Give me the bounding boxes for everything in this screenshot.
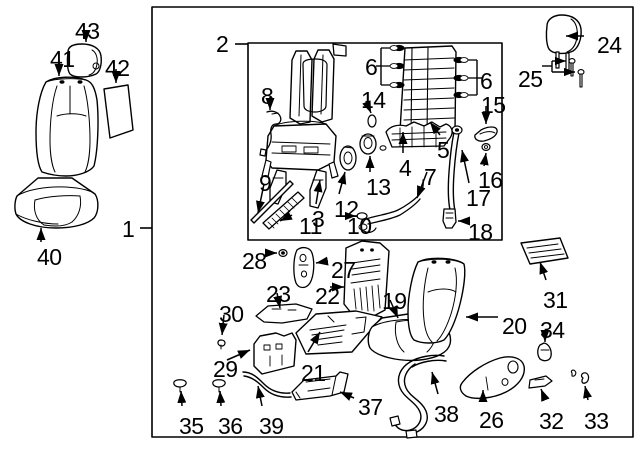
- callout-7: 7: [424, 164, 437, 190]
- callout-2: 2: [216, 31, 229, 57]
- part-lever-cap-nut: [481, 143, 491, 152]
- part-seat-back-spring-panel: [399, 45, 457, 139]
- callout-14: 14: [361, 87, 386, 113]
- callout-24: 24: [597, 32, 622, 58]
- callout-43: 43: [75, 18, 100, 44]
- part-headrest-cover: [66, 43, 102, 78]
- inner-detail-box: [247, 42, 503, 241]
- part-trim-clip-a: [173, 379, 187, 393]
- callout-11: 11: [299, 213, 322, 239]
- callout-41: 41: [50, 46, 75, 72]
- part-seat-back-trim-cover: [407, 257, 466, 344]
- callout-42: 42: [105, 55, 130, 81]
- callout-8: 8: [261, 83, 274, 109]
- callout-25: 25: [518, 66, 543, 92]
- callout-32: 32: [539, 408, 564, 434]
- callout-29: 29: [213, 356, 238, 382]
- callout-37: 37: [358, 394, 383, 420]
- callout-6-right: 6: [480, 68, 493, 94]
- part-cable-end-fitting: [442, 208, 457, 229]
- part-headrest-guide-pin-set: [542, 56, 585, 88]
- callout-27: 27: [331, 257, 356, 283]
- part-small-retainer-clip-pair: [570, 369, 590, 384]
- part-adjuster-knob-cap: [537, 342, 552, 362]
- part-seat-back-side-panel: [103, 84, 134, 139]
- part-retaining-bolt: [265, 248, 288, 258]
- callout-17: 17: [466, 185, 491, 211]
- callout-9: 9: [259, 170, 272, 196]
- part-plastic-rivet-clip: [217, 339, 226, 350]
- callout-40: 40: [37, 244, 62, 270]
- part-cable-grommet: [344, 211, 368, 221]
- callout-34: 34: [540, 317, 565, 343]
- part-recline-lever-handle: [474, 126, 498, 142]
- callout-30: 30: [219, 301, 244, 327]
- part-recliner-knob-bracket: [339, 145, 357, 171]
- part-seat-belt-guide-bracket: [293, 246, 315, 289]
- part-flexible-drive-cable: [242, 371, 292, 398]
- part-slide-latch-bracket: [291, 371, 349, 401]
- part-adjuster-screw-shaft: [262, 191, 305, 230]
- part-seat-frame-wire-loop: [389, 354, 447, 439]
- part-wiring-harness-connector: [259, 110, 282, 157]
- callout-33: 33: [584, 408, 609, 434]
- callout-31: 31: [543, 287, 568, 313]
- callout-35: 35: [179, 413, 204, 439]
- callout-6-left: 6: [365, 54, 378, 80]
- part-pivot-bushing: [359, 133, 377, 155]
- callout-13: 13: [366, 174, 391, 200]
- part-spring-hook-set-right: [453, 56, 482, 99]
- part-seat-cushion-trim-cover: [14, 177, 99, 229]
- callout-36: 36: [218, 413, 243, 439]
- callout-21: 21: [301, 360, 326, 386]
- callout-39: 39: [259, 413, 284, 439]
- part-side-link-rod: [447, 125, 463, 212]
- part-small-washer: [379, 145, 387, 151]
- callout-23: 23: [266, 281, 291, 307]
- part-seat-back-heater-element: [343, 240, 390, 319]
- part-wire-clamp: [528, 375, 553, 389]
- callout-5: 5: [437, 137, 450, 163]
- callout-20: 20: [502, 313, 527, 339]
- part-reinforcement-plate: [255, 303, 313, 324]
- callout-19: 19: [382, 288, 407, 314]
- callout-1: 1: [122, 216, 135, 242]
- callout-12: 12: [334, 196, 359, 222]
- callout-16: 16: [478, 167, 503, 193]
- callout-15: 15: [481, 92, 506, 118]
- leader-arrows: [36, 30, 592, 407]
- callout-26: 26: [479, 407, 504, 433]
- callout-10: 10: [347, 213, 372, 239]
- part-seat-back-board: [520, 237, 569, 265]
- part-seat-frame-assembly: [261, 43, 347, 209]
- part-inner-side-shield: [253, 332, 297, 375]
- callout-28: 28: [242, 248, 267, 274]
- part-seat-back-cushion-cover: [35, 76, 99, 177]
- part-spring-hook-set-left: [376, 44, 405, 89]
- callout-4: 4: [399, 155, 412, 181]
- part-seat-side-cover-panel: [459, 356, 525, 400]
- outer-frame-box: [151, 6, 634, 438]
- callout-38: 38: [434, 401, 459, 427]
- part-headrest-guide-sleeve: [367, 114, 377, 128]
- callout-18: 18: [468, 219, 493, 245]
- callout-3: 3: [312, 206, 325, 232]
- callout-22: 22: [315, 283, 340, 309]
